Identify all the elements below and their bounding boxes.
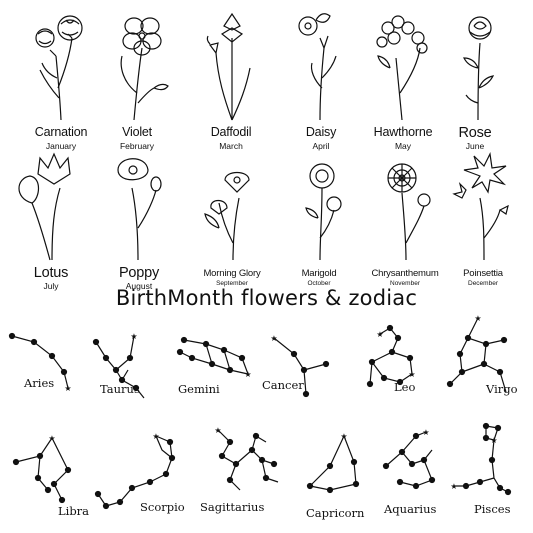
zodiac-name: Aquarius [384, 502, 437, 516]
svg-text:★: ★ [422, 428, 429, 437]
taurus-constellation-icon: ★ [92, 332, 145, 399]
zodiac-gemini: ★ Gemini [172, 318, 258, 423]
svg-text:★: ★ [490, 436, 497, 445]
flower-name: Violet [122, 125, 152, 139]
svg-text:★: ★ [214, 426, 221, 435]
svg-text:★: ★ [340, 432, 347, 441]
zodiac-name: Virgo [486, 382, 518, 396]
flower-month: August [125, 281, 153, 291]
scorpio-constellation-icon: ★ [94, 432, 176, 510]
sagittarius-constellation-icon: ★ [214, 426, 279, 491]
morning-glory-icon [204, 171, 250, 261]
zodiac-name: Leo [394, 380, 416, 394]
poinsettia-icon [452, 152, 509, 261]
zodiac-libra: ★ Libra [10, 428, 96, 533]
zodiac-taurus: ★ Taurus [92, 318, 178, 423]
flower-name: Poinsettia [463, 268, 503, 279]
zodiac-name: Cancer [262, 378, 304, 392]
svg-text:★: ★ [130, 332, 137, 341]
flower-month: January [45, 141, 77, 151]
aquarius-constellation-icon: ★ [382, 428, 436, 490]
flower-month: November [390, 280, 420, 287]
leo-constellation-icon: ★ ★ [366, 324, 416, 388]
flower-hawthorne: Hawthorne May [360, 8, 446, 153]
flower-month: April [312, 141, 330, 151]
zodiac-scorpio: ★ Scorpio [92, 428, 185, 533]
flower-carnation: Carnation January [18, 8, 104, 153]
flower-month: September [216, 280, 248, 287]
svg-text:★: ★ [244, 370, 251, 379]
flower-lotus: Lotus July [8, 148, 94, 293]
flower-poppy: Poppy August [96, 148, 182, 293]
daisy-icon [298, 13, 337, 121]
flower-name: Hawthorne [373, 125, 433, 139]
chrysanthemum-icon [387, 163, 431, 261]
capricorn-constellation-icon: ★ [306, 432, 360, 494]
zodiac-name: Gemini [178, 382, 220, 396]
svg-text:★: ★ [474, 314, 481, 323]
flower-month: March [219, 141, 243, 151]
flower-daffodil: Daffodil March [188, 8, 274, 153]
svg-text:★: ★ [270, 334, 277, 343]
virgo-constellation-icon: ★ [446, 314, 508, 393]
flower-poinsettia: Poinsettia December [440, 148, 526, 293]
flower-chrysanthemum: Chrysanthemum November [362, 148, 448, 293]
zodiac-aries: ★ Aries [6, 318, 92, 423]
zodiac-name: Libra [58, 504, 90, 518]
marigold-icon [305, 163, 342, 261]
flower-month: June [465, 141, 485, 151]
flower-name: Marigold [301, 268, 337, 279]
libra-constellation-icon: ★ [12, 434, 72, 504]
carnation-icon [35, 15, 83, 121]
zodiac-aquarius: ★ Aquarius [380, 420, 466, 525]
flower-month: December [468, 280, 498, 287]
svg-text:★: ★ [48, 434, 55, 443]
flower-month: February [119, 141, 154, 151]
flower-name: Daisy [305, 125, 337, 139]
zodiac-name: Aries [24, 376, 55, 390]
flower-name: Rose [458, 125, 492, 141]
flower-violet: Violet February [94, 8, 180, 153]
flower-daisy: Daisy April [278, 8, 364, 153]
zodiac-cancer: ★ Cancer [260, 318, 346, 423]
zodiac-pisces: ★ ★ Pisces [446, 418, 532, 523]
flower-month: May [394, 141, 412, 151]
zodiac-name: Capricorn [306, 506, 365, 520]
zodiac-sagittarius: ★ Sagittarius [200, 420, 286, 525]
rose-icon [463, 16, 495, 121]
zodiac-name: Pisces [474, 502, 511, 516]
zodiac-name: Scorpio [140, 500, 185, 514]
svg-text:★: ★ [408, 370, 415, 379]
flower-name: Carnation [34, 125, 88, 139]
pisces-constellation-icon: ★ ★ [450, 422, 512, 496]
svg-text:★: ★ [64, 384, 71, 393]
svg-text:★: ★ [376, 330, 383, 339]
svg-text:★: ★ [152, 432, 159, 441]
flower-name: Morning Glory [203, 268, 261, 279]
hawthorne-icon [376, 15, 428, 121]
flower-name: Lotus [33, 265, 69, 281]
daffodil-icon [206, 12, 251, 121]
zodiac-virgo: ★ Virgo [442, 312, 528, 417]
flower-name: Poppy [118, 265, 160, 281]
flower-marigold: Marigold October [276, 148, 362, 293]
cancer-constellation-icon: ★ [270, 334, 330, 398]
flower-morning-glory: Morning Glory September [189, 148, 275, 293]
flower-month: July [43, 281, 59, 291]
flower-name: Chrysanthemum [371, 268, 439, 279]
gemini-constellation-icon: ★ [176, 336, 252, 379]
zodiac-name: Sagittarius [200, 500, 265, 514]
violet-icon [120, 17, 169, 121]
aries-constellation-icon: ★ [8, 332, 72, 393]
zodiac-leo: ★ ★ Leo [350, 318, 436, 423]
flower-month: October [307, 280, 331, 287]
svg-text:★: ★ [450, 482, 457, 491]
lotus-icon [18, 152, 71, 261]
page-title: BirthMonth flowers & zodiac [115, 286, 418, 310]
poppy-icon [117, 158, 162, 261]
zodiac-name: Taurus [100, 382, 140, 396]
flower-name: Daffodil [210, 125, 252, 139]
zodiac-capricorn: ★ Capricorn [300, 426, 386, 531]
flower-rose: Rose June [432, 8, 518, 153]
